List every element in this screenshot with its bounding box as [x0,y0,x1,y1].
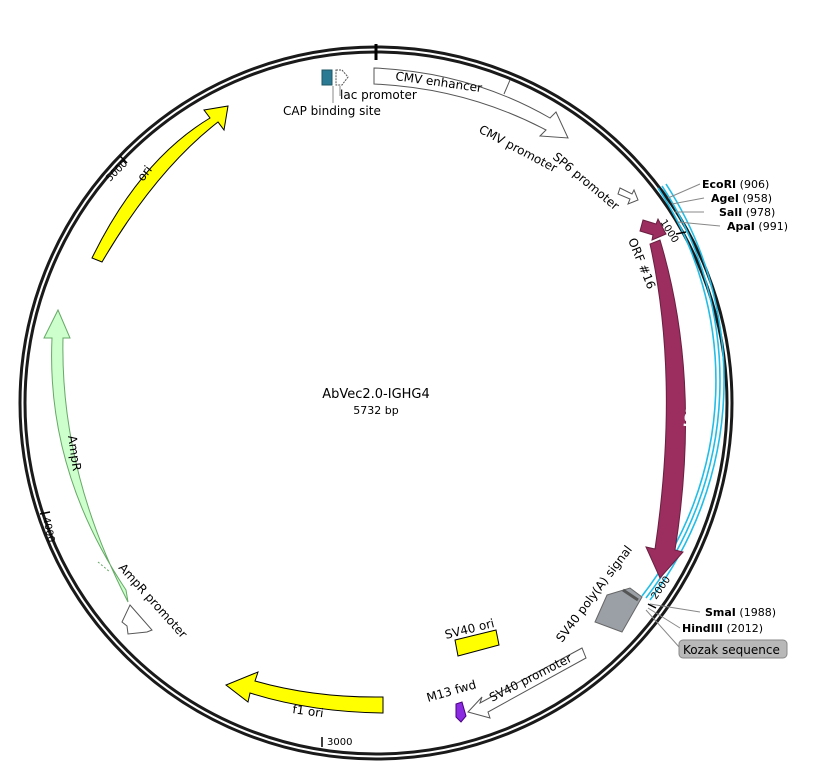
site-leader-ecori [667,183,701,199]
orf16-arrow [639,217,667,241]
kozak-leader [645,609,681,649]
sp6-arrow [617,187,639,205]
site-leader-agei [671,197,705,205]
kozak-badge [678,639,788,659]
m13-fwd-label: M13 fwd [425,677,478,704]
cds-highlight-outer [649,183,725,601]
tick-5000-mark [119,155,128,164]
cds-highlight-mid [645,185,721,599]
sv40-promoter-arrow [467,647,587,719]
ampr-promoter-overlap [97,561,111,573]
site-sali: SalI (978) [719,206,775,219]
cap-site-label: CAP binding site [283,104,381,118]
ampr-arrow [43,308,129,603]
site-leader-smai [649,603,701,613]
site-hindiii: HindIII (2012) [682,622,763,635]
site-leader-hindiii [647,607,681,629]
m13-arrow [455,701,467,723]
plasmid-size: 5732 bp [353,404,398,417]
sp6-promoter-label: SP6 promoter [550,150,622,213]
tick-1000-mark [675,231,687,235]
ighg4-label: IGHG4 [681,384,701,428]
lac-promoter-label: lac promoter [340,88,417,102]
f1-ori-label: f1 ori [292,702,325,720]
tick-3000: 3000 [327,737,352,748]
site-apai: ApaI (991) [727,220,788,233]
f1-ori-arrow [225,671,384,714]
tick-2000-mark [647,603,657,609]
sv40-ori-box [454,629,500,657]
lac-promoter-arrow [335,69,349,86]
cmv-divider [503,79,511,95]
ampr-promoter-arrow [121,604,153,635]
sv40-polya-box [594,587,643,633]
sv40-polya-end [622,588,639,602]
site-leader-apai [677,221,721,227]
kozak-label: Kozak sequence [683,643,780,657]
tick-4000-mark [39,511,51,515]
backbone-inner [23,50,729,756]
site-agei: AgeI (958) [711,192,772,205]
ampr-label: AmpR [65,434,84,471]
plasmid-title: AbVec2.0-IGHG4 [322,387,430,402]
ori-arrow [91,105,229,263]
site-smai: SmaI (1988) [705,606,776,619]
cap-site-box [321,69,333,86]
ighg4-arrow [645,239,687,579]
sv40-promoter-label: SV40 promoter [487,651,574,705]
site-ecori: EcoRI (906) [702,178,769,191]
tick-4000: 4000 [40,516,56,543]
cmv-arrow [373,67,569,139]
